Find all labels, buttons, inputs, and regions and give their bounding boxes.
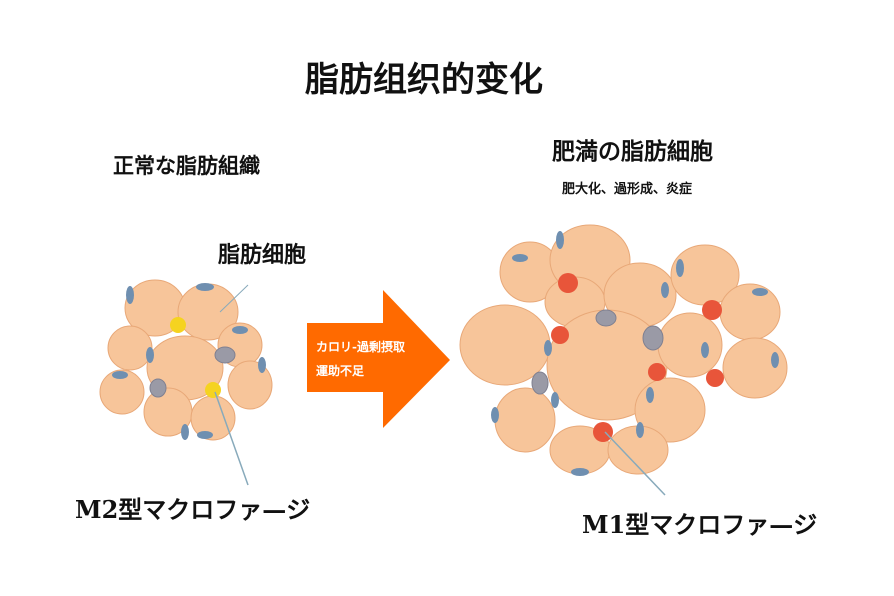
m1-macrophage (593, 422, 613, 442)
adipocyte (107, 325, 153, 371)
m1-macrophage (702, 300, 722, 320)
adipocyte-label: 脂肪细胞 (218, 242, 307, 268)
macrophage (595, 309, 617, 327)
adipocyte (99, 369, 145, 415)
m1-macrophage-label: M1型マクロファ—ジ (582, 510, 818, 539)
m1-macrophage (648, 363, 666, 381)
left-heading: 正常な脂肪組織 (113, 153, 260, 178)
m1-macrophage (551, 326, 569, 344)
obese-adipose-cluster (459, 224, 788, 496)
adipocyte (190, 395, 236, 441)
m2-macrophage (205, 382, 221, 398)
macrophage (531, 371, 549, 395)
macrophage (642, 325, 664, 351)
m1-macrophage (706, 369, 724, 387)
m1-macrophage (558, 273, 578, 293)
adipocyte (227, 360, 273, 410)
macrophage (149, 378, 167, 398)
right-heading: 肥満の脂肪細胞 (552, 138, 713, 165)
arrow-text-1: カロリ-過剰摂取 (316, 340, 405, 354)
m2-macrophage-label: M2型マクロファ—ジ (75, 495, 311, 524)
m2-macrophage (170, 317, 186, 333)
arrow (307, 290, 450, 428)
arrow-text-2: 運助不足 (316, 364, 365, 378)
right-subheading: 肥大化、過形成、炎症 (562, 182, 693, 197)
normal-adipose-cluster (99, 279, 273, 486)
macrophage (214, 346, 236, 364)
page-title: 脂肪组织的变化 (305, 60, 543, 100)
